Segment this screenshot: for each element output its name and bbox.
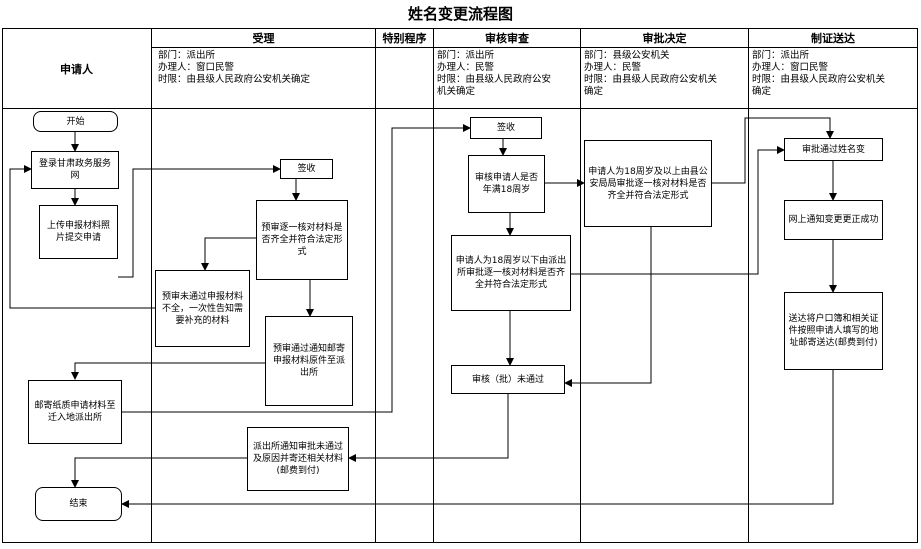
node-upload: 上传申报材料照片提交申请 xyxy=(39,205,118,259)
node-start: 开始 xyxy=(33,111,118,132)
node-precheck-pass: 预审通过通知邮寄申报材料原件至派出所 xyxy=(265,316,353,406)
column-header-special: 特别程序 xyxy=(382,32,427,45)
info-limit: 时限：由县级人民政府公安机关确定 xyxy=(158,74,311,85)
node-end: 结束 xyxy=(35,487,122,521)
info-limit-cont: 确定 xyxy=(752,86,772,97)
info-accept: 部门：派出所 办理人：窗口民警 时限：由县级人民政府公安机关确定 xyxy=(158,50,310,86)
info-handler: 办理人：民警 xyxy=(437,62,495,73)
column-header-applicant: 申请人 xyxy=(60,63,93,76)
node-deliver: 送达将户口簿和相关证件按照申请人填写的地址邮寄送达(邮费到付) xyxy=(784,292,883,370)
info-handler: 办理人：民警 xyxy=(584,62,642,73)
info-dept: 部门：派出所 xyxy=(752,50,810,61)
node-under18-review: 申请人为18周岁以下由派出所审批逐一核对材料是否齐全并符合法定形式 xyxy=(451,235,571,311)
node-mail-materials: 邮寄纸质申请材料至迁入地派出所 xyxy=(28,380,122,444)
node-precheck: 预审逐一核对材料是否齐全并符合法定形式 xyxy=(256,200,348,280)
page-title: 姓名变更流程图 xyxy=(407,5,513,23)
node-precheck-fail: 预审未通过申报材料不全，一次性告知需要补充的材料 xyxy=(155,270,250,347)
node-over18-approve: 申请人为18周岁及以上由县公安局局审批逐一核对材料是否齐全并符合法定形式 xyxy=(584,140,712,227)
info-handler: 办理人：窗口民警 xyxy=(158,62,235,73)
info-limit: 时限：由县级人民政府公安机关 xyxy=(752,74,886,85)
info-dept: 部门：派出所 xyxy=(158,50,216,61)
info-limit: 时限：由县级人民政府公安机关 xyxy=(584,74,718,85)
flow-arrows xyxy=(9,117,837,508)
column-header-accept: 受理 xyxy=(252,32,275,45)
info-decision: 部门：县级公安机关 办理人：民警 时限：由县级人民政府公安机关 确定 xyxy=(584,50,717,98)
node-age-check: 审核申请人是否年满18周岁 xyxy=(468,155,545,213)
column-header-decision: 审批决定 xyxy=(642,32,687,45)
info-dept: 部门：县级公安机关 xyxy=(584,50,670,61)
info-dept: 部门：派出所 xyxy=(437,50,495,61)
info-deliver: 部门：派出所 办理人：窗口民警 时限：由县级人民政府公安机关 确定 xyxy=(752,50,885,98)
column-header-review: 审核审查 xyxy=(485,32,529,45)
info-limit-cont: 确定 xyxy=(584,86,604,97)
node-notify-fail: 派出所通知审批未通过及原因并寄还相关材料(邮费到付) xyxy=(247,427,349,491)
info-limit-cont: 机关确定 xyxy=(437,86,476,97)
node-receive: 签收 xyxy=(280,159,333,179)
node-review-fail: 审核（批）未通过 xyxy=(451,365,565,394)
node-sign2: 签收 xyxy=(470,117,542,139)
node-approved: 审批通过姓名变 xyxy=(784,138,883,161)
info-review: 部门：派出所 办理人：民警 时限：由县级人民政府公安 机关确定 xyxy=(437,50,551,98)
info-handler: 办理人：窗口民警 xyxy=(752,62,829,73)
node-online-notice: 网上通知变更更正成功 xyxy=(784,200,883,240)
info-limit: 时限：由县级人民政府公安 xyxy=(437,74,552,85)
node-login: 登录甘肃政务服务网 xyxy=(31,151,119,189)
swimlane-grid xyxy=(2,28,918,543)
column-header-deliver: 制证送达 xyxy=(811,32,855,45)
